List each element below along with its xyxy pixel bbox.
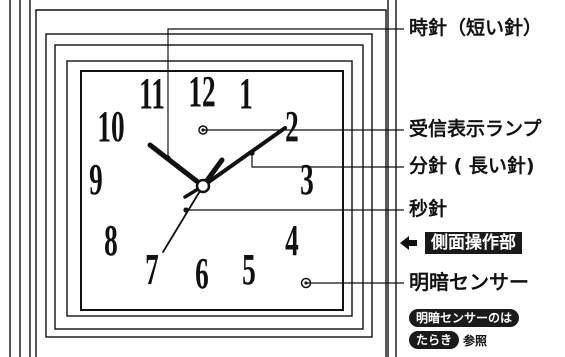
minute-hand-label: 分針 ( 長い針) [409,155,535,177]
numeral-6: 6 [195,248,209,297]
arrow-shaft [409,240,417,246]
arrow-left-icon [400,236,409,250]
receiver-lamp-label: 受信表示ランプ [409,118,542,140]
clock-hands [147,126,287,253]
reference-suffix: 参照 [463,333,488,348]
hour-hand [147,142,206,189]
numeral-1: 1 [239,68,253,117]
side-panel-label: 側面操作部 [425,231,522,255]
minute-hand [201,126,287,188]
leader-hour-hand [167,28,404,158]
numeral-3: 3 [300,154,314,203]
hour-hand-label: 時針（短い針） [409,17,543,39]
second-hand [162,185,204,253]
reference-line-1: 明暗センサーのは [409,307,520,328]
numeral-9: 9 [89,154,103,203]
light-sensor-label: 明暗センサー [409,270,529,294]
hand-pivot [195,178,211,194]
numeral-4: 4 [285,215,299,264]
leader-lines [165,28,404,284]
numeral-2: 2 [285,101,299,150]
side-panel-callout: 側面操作部 [400,231,522,255]
clock-frame [9,0,397,357]
second-hand-label: 秒針 [409,198,448,220]
leader-minute-hand [251,153,404,168]
reference-pill-1: 明暗センサーのは [409,309,520,328]
numeral-11: 11 [139,68,165,117]
numeral-8: 8 [104,215,118,264]
numeral-5: 5 [242,244,256,293]
reference-line-2: たらき 参照 [409,331,488,350]
reference-pill-2: たらき [409,331,460,350]
numeral-10: 10 [97,101,124,150]
numeral-12: 12 [188,66,215,115]
numeral-7: 7 [145,244,159,293]
